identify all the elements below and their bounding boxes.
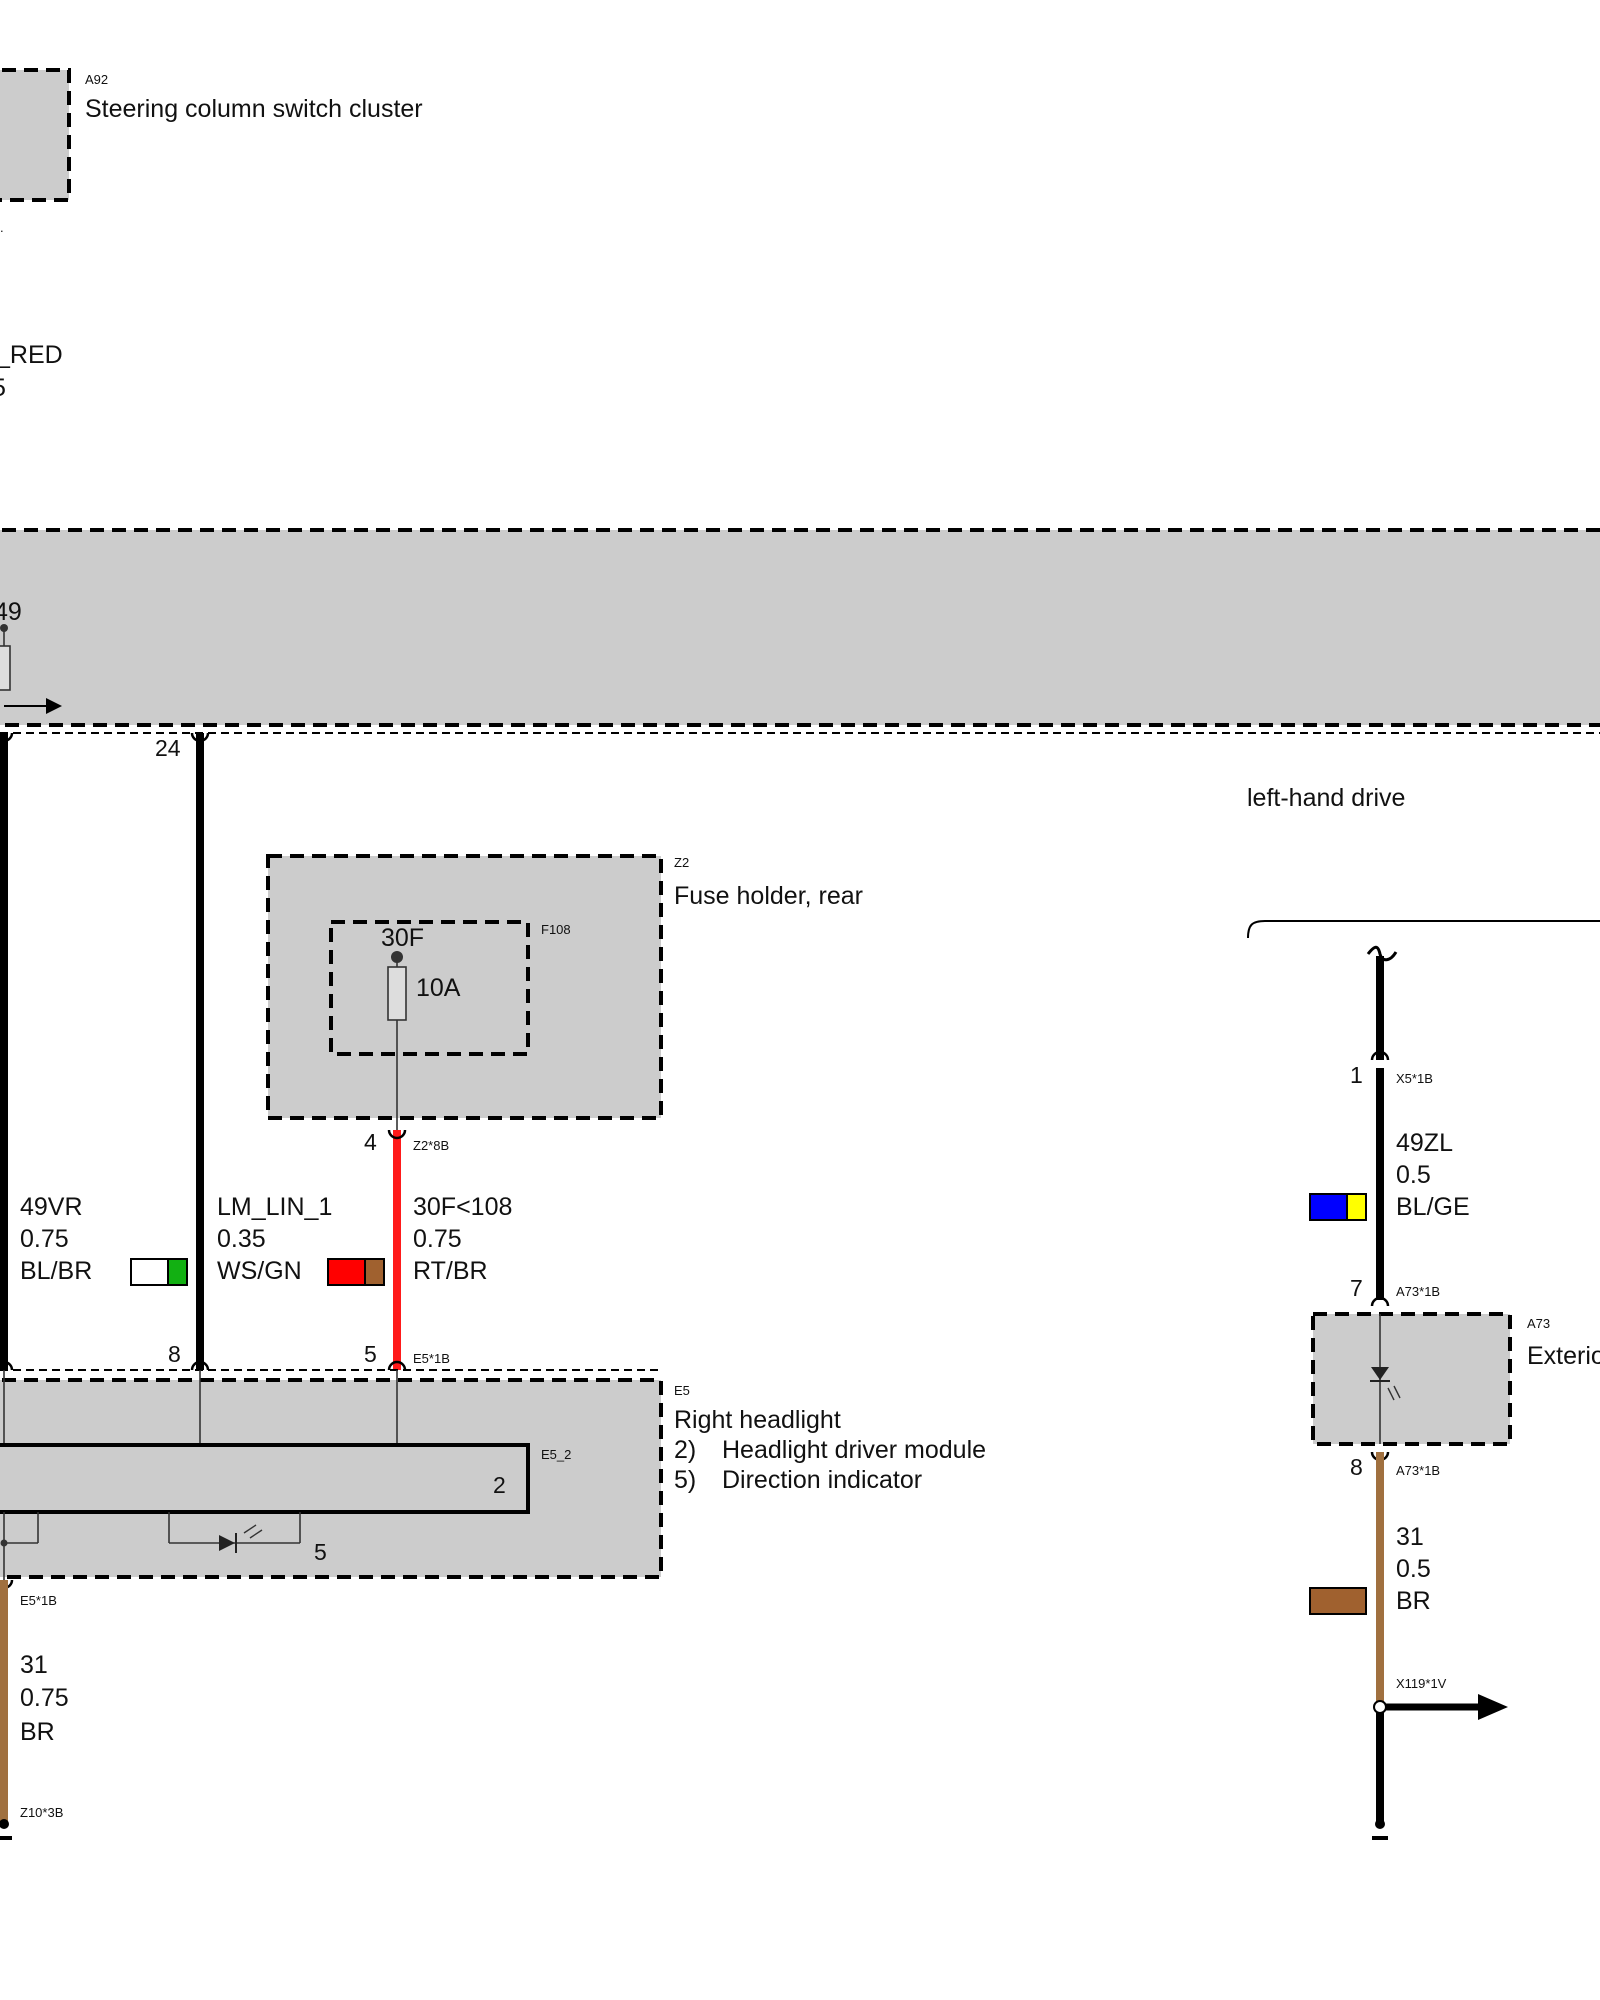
wire-31b-color: BR <box>1396 1587 1431 1615</box>
module-node <box>0 624 8 632</box>
wire-30f-bottom-connector <box>387 1360 407 1371</box>
wire-49vr-signal: 49VR <box>20 1193 83 1221</box>
control-module-box <box>0 528 1600 727</box>
module-resistor-symbol <box>0 645 11 691</box>
f108-rating: 10A <box>416 974 461 1002</box>
pin-5: 5 <box>364 1341 377 1367</box>
pin-4: 4 <box>364 1129 377 1155</box>
f108-fuse-symbol <box>387 966 407 1021</box>
a73-component-box <box>1311 1312 1512 1446</box>
a92-code: A92 <box>85 72 108 87</box>
z2-name: Fuse holder, rear <box>674 882 863 910</box>
e5-item-2-label: Headlight driver module <box>722 1436 986 1464</box>
a73-led-icon <box>1371 1367 1389 1380</box>
led-ray-2 <box>249 1529 263 1539</box>
pin-24: 24 <box>155 735 181 761</box>
connector-z2-8b: Z2*8B <box>413 1138 449 1153</box>
wire-49zl-size: 0.5 <box>1396 1161 1431 1189</box>
a92-component-box <box>0 68 71 202</box>
wire-49zl-a73-connector <box>1370 1296 1390 1307</box>
z2-code: Z2 <box>674 855 689 870</box>
wire-49zl-color: BL/GE <box>1396 1193 1470 1221</box>
f108-code: F108 <box>541 922 571 937</box>
x119-splice-node <box>1373 1700 1387 1714</box>
connector-e5-1b-top: E5*1B <box>413 1351 450 1366</box>
a73-led-ray-1 <box>1387 1387 1395 1401</box>
x119-arrow-head <box>1478 1694 1508 1720</box>
wire-lm-lin-1-top-connector <box>190 732 210 743</box>
a92-name: Steering column switch cluster <box>85 95 423 123</box>
wire-49vr-color: BL/BR <box>20 1257 92 1285</box>
wire-49zl-swatch-yellow <box>1346 1193 1367 1221</box>
wire-31b-swatch-brown <box>1309 1587 1367 1615</box>
wire-lm-lin-1-signal: LM_LIN_1 <box>217 1193 332 1221</box>
partial-wire-name: _RED <box>0 341 63 369</box>
pin-8-a73: 8 <box>1350 1454 1363 1480</box>
wire-lm-lin-1-bottom-connector <box>190 1360 210 1371</box>
wire-31a-color: BR <box>20 1718 55 1746</box>
a73-led-ray-2 <box>1393 1385 1401 1399</box>
e5-led-number: 5 <box>314 1539 327 1565</box>
connector-z10-3b: Z10*3B <box>20 1805 63 1820</box>
wire-31a-end-node <box>0 1819 9 1829</box>
wire-49zl-x5-connector <box>1370 1050 1390 1061</box>
pin-1: 1 <box>1350 1062 1363 1088</box>
wire-30f-size: 0.75 <box>413 1225 462 1253</box>
f108-fuse-box <box>329 920 530 1056</box>
wire-31a-size: 0.75 <box>20 1684 69 1712</box>
wire-lm-lin-1-swatch-green <box>167 1258 188 1286</box>
connector-e5-1b-bottom: E5*1B <box>20 1593 57 1608</box>
connector-a73-1b-bottom: A73*1B <box>1396 1463 1440 1478</box>
wire-30f-signal: 30F<108 <box>413 1193 512 1221</box>
module-arrow-head <box>46 698 62 714</box>
left-hand-drive-bracket <box>1247 920 1600 939</box>
f108-terminal: 30F <box>381 924 424 952</box>
e5-name: Right headlight <box>674 1406 841 1434</box>
wire-49vr-bottom-connector <box>0 1360 14 1371</box>
a73-code: A73 <box>1527 1316 1550 1331</box>
e5-item-5-label: Direction indicator <box>722 1466 922 1494</box>
partial-wire-size: 5 <box>0 374 6 402</box>
wire-30f-color: RT/BR <box>413 1257 488 1285</box>
direction-indicator-led-icon <box>219 1535 235 1551</box>
e5-ground-node <box>0 1539 8 1547</box>
pin-7: 7 <box>1350 1275 1363 1301</box>
wire-30f-top-connector <box>387 1129 407 1140</box>
a73-name: Exterio <box>1527 1342 1600 1370</box>
wire-30f-swatch-brown <box>364 1258 385 1286</box>
wire-31a-signal: 31 <box>20 1651 48 1679</box>
e5-2-number: 2 <box>493 1472 506 1498</box>
e5-2-code: E5_2 <box>541 1447 571 1462</box>
e5-item-2-number: 2) <box>674 1436 696 1464</box>
wire-lm-lin-1-size: 0.35 <box>217 1225 266 1253</box>
connector-x5-1b: X5*1B <box>1396 1071 1433 1086</box>
wire-31b-end-node <box>1375 1819 1385 1829</box>
wire-49vr-size: 0.75 <box>20 1225 69 1253</box>
wire-31b-signal: 31 <box>1396 1523 1424 1551</box>
wire-49zl-break-symbol <box>1366 945 1398 962</box>
connector-a73-1b-top: A73*1B <box>1396 1284 1440 1299</box>
wire-31b-size: 0.5 <box>1396 1555 1431 1583</box>
wire-lm-lin-1-color: WS/GN <box>217 1257 302 1285</box>
a92-edge-mark: . <box>0 220 4 235</box>
wire-49zl-signal: 49ZL <box>1396 1129 1453 1157</box>
pin-8-lm: 8 <box>168 1341 181 1367</box>
led-ray-1 <box>243 1524 257 1534</box>
module-pin-label: 49 <box>0 598 22 626</box>
wire-49vr-top-connector <box>0 732 14 743</box>
e5-code: E5 <box>674 1383 690 1398</box>
e5-2-driver-module-box <box>0 1443 530 1514</box>
connector-x119-1v: X119*1V <box>1396 1676 1447 1691</box>
left-hand-drive-label: left-hand drive <box>1247 784 1405 812</box>
e5-item-5-number: 5) <box>674 1466 696 1494</box>
